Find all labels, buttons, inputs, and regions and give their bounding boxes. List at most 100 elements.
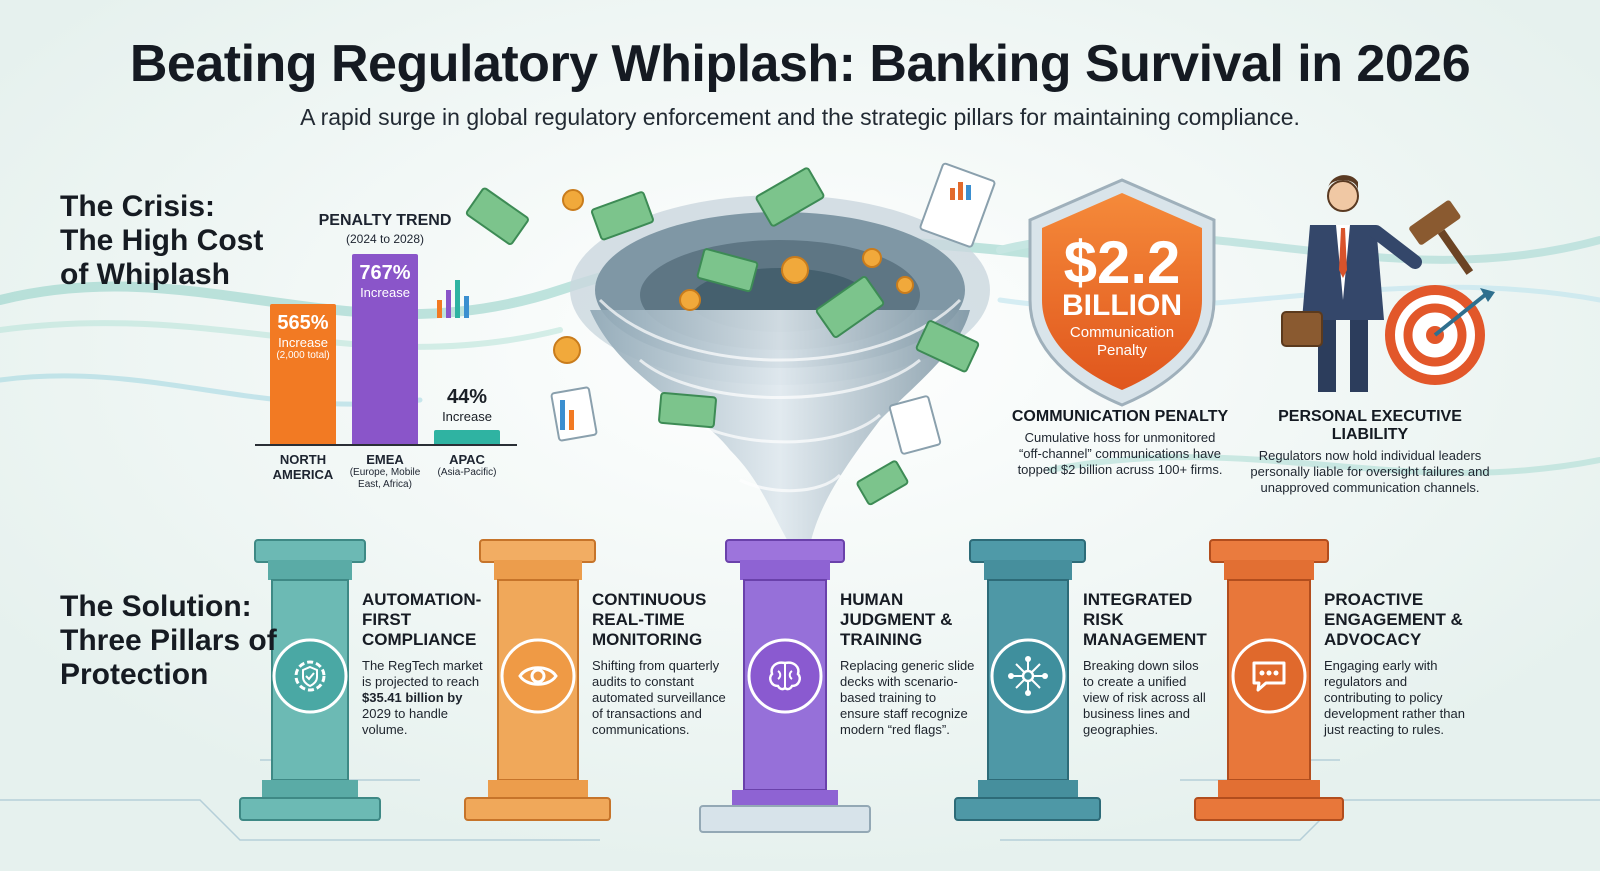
shield-unit: BILLION bbox=[1062, 289, 1182, 322]
gear-shield-icon bbox=[294, 660, 326, 692]
pillar-body-line: decks with scenario- bbox=[840, 674, 958, 689]
chart-category-label: EMEA(Europe, Mobile East, Africa) bbox=[340, 452, 430, 491]
pillar-title-line: COMPLIANCE bbox=[362, 630, 477, 649]
chat-icon bbox=[1252, 661, 1286, 692]
pillar-body-line: automated surveillance bbox=[592, 690, 726, 705]
chart-value-suffix: Increase bbox=[360, 285, 410, 300]
pillar-title-line: JUDGMENT & bbox=[840, 610, 953, 629]
pillar-body-line: development rather than bbox=[1324, 706, 1465, 721]
pillar-body-line: to create a unified bbox=[1083, 674, 1187, 689]
pillars-illustration bbox=[239, 539, 1344, 833]
chart-bar bbox=[352, 254, 418, 444]
chart-bar bbox=[270, 304, 336, 444]
pillar-title-line: INTEGRATED bbox=[1083, 590, 1193, 609]
pillar-body-line: audits to constant bbox=[592, 674, 694, 689]
chart-value-suffix: Increase bbox=[442, 409, 492, 424]
pillar-body-training: Replacing generic slide decks with scena… bbox=[840, 658, 990, 738]
stat-heading: PERSONAL EXECUTIVE LIABILITY bbox=[1278, 408, 1462, 443]
communication-penalty-block: COMMUNICATION PENALTY Cumulative hoss fo… bbox=[1000, 408, 1240, 478]
stat-line: “off-channel” communications have bbox=[1018, 446, 1222, 461]
chart-data-label: 44%Increase bbox=[434, 386, 500, 424]
pillar-body-advocacy: Engaging early with regulators and contr… bbox=[1324, 658, 1484, 738]
shield-line-2: Penalty bbox=[1096, 342, 1148, 359]
chart-data-label: 565%Increase(2,000 total) bbox=[270, 312, 336, 361]
stat-line: topped $2 billion acruss 100+ firms. bbox=[1017, 462, 1223, 477]
chart-value: 767% bbox=[359, 262, 411, 284]
pillar-body-line: of transactions and bbox=[592, 706, 702, 721]
shield-illustration bbox=[1028, 178, 1216, 407]
shield-line-1: Communication bbox=[1069, 324, 1175, 341]
stat-line: Cumulative hoss for unmonitored bbox=[1024, 430, 1216, 445]
brain-icon bbox=[769, 661, 801, 691]
pillar-title-risk: INTEGRATED RISK MANAGEMENT bbox=[1083, 590, 1223, 650]
pillar-body-line: view of risk across all bbox=[1083, 690, 1206, 705]
network-icon bbox=[1008, 656, 1048, 696]
shield-amount: $2.2 bbox=[1063, 229, 1181, 296]
chart-bar bbox=[434, 430, 500, 444]
stat-line: personally liable for oversight failures… bbox=[1250, 464, 1490, 479]
pillar-body-line: based training to bbox=[840, 690, 937, 705]
pillar-title-line: FIRST bbox=[362, 610, 412, 629]
executive-illustration bbox=[1281, 175, 1495, 392]
page-subtitle: A rapid surge in global regulatory enfor… bbox=[300, 104, 1300, 130]
pillar-body-line: Breaking down silos bbox=[1083, 658, 1199, 673]
chart-subtitle: (2024 to 2028) bbox=[345, 232, 425, 246]
pillar-title-line: ENGAGEMENT & bbox=[1324, 610, 1463, 629]
pillar-body-line: modern “red flags”. bbox=[840, 722, 950, 737]
chart-category-note: (Asia-Pacific) bbox=[437, 467, 497, 478]
pillar-title-line: ADVOCACY bbox=[1324, 630, 1422, 649]
solution-heading-line-1: The Solution: bbox=[60, 590, 252, 623]
pillar-body-line: regulators and bbox=[1324, 674, 1408, 689]
pillar-title-line: REAL-TIME bbox=[592, 610, 685, 629]
chart-value-suffix: Increase bbox=[278, 335, 328, 350]
pillar-body-automation: The RegTech market is projected to reach… bbox=[362, 658, 502, 738]
crisis-heading-line-1: The Crisis: bbox=[60, 190, 216, 223]
pillar-title-line: AUTOMATION- bbox=[362, 590, 482, 609]
pillar-body-line: Engaging early with bbox=[1324, 658, 1438, 673]
pillar-body-line: $35.41 billion by bbox=[362, 690, 463, 705]
solution-heading-line-2: Three Pillars of bbox=[60, 624, 277, 657]
stat-line: Regulators now hold individual leaders bbox=[1258, 448, 1482, 463]
chart-data-label: 767%Increase bbox=[352, 262, 418, 300]
pillar-title-line: CONTINUOUS bbox=[592, 590, 707, 609]
chart-category-note: (Europe, Mobile East, Africa) bbox=[349, 467, 421, 490]
pillar-body-line: communications. bbox=[592, 722, 690, 737]
pillar-body-line: volume. bbox=[362, 722, 408, 737]
pillar-title-line: RISK bbox=[1083, 610, 1124, 629]
page-title: Beating Regulatory Whiplash: Banking Sur… bbox=[129, 35, 1471, 93]
stat-line: unapproved communication channels. bbox=[1260, 480, 1480, 495]
pillar-body-monitoring: Shifting from quarterly audits to consta… bbox=[592, 658, 742, 738]
pillar-title-line: MANAGEMENT bbox=[1083, 630, 1207, 649]
chart-title: PENALTY TREND bbox=[318, 212, 452, 229]
solution-heading-line-3: Protection bbox=[60, 658, 209, 691]
chart-value-note: (2,000 total) bbox=[276, 350, 330, 361]
solution-heading: The Solution: Three Pillars of Protectio… bbox=[60, 590, 300, 692]
pillar-body-risk: Breaking down silos to create a unified … bbox=[1083, 658, 1223, 738]
stat-heading: COMMUNICATION PENALTY bbox=[1011, 408, 1229, 425]
executive-liability-block: PERSONAL EXECUTIVE LIABILITY Regulators … bbox=[1240, 408, 1500, 496]
pillar-body-line: geographies. bbox=[1083, 722, 1159, 737]
pillar-body-line: is projected to reach bbox=[362, 674, 480, 689]
pillar-body-line: just reacting to rules. bbox=[1324, 722, 1444, 737]
tornado-illustration bbox=[437, 162, 996, 545]
pillar-body-line: Shifting from quarterly bbox=[592, 658, 720, 673]
crisis-heading-line-3: of Whiplash bbox=[60, 258, 230, 291]
pillar-title-advocacy: PROACTIVE ENGAGEMENT & ADVOCACY bbox=[1324, 590, 1484, 650]
eye-icon bbox=[518, 666, 558, 686]
pillar-title-line: TRAINING bbox=[840, 630, 923, 649]
pillar-body-line: The RegTech market bbox=[362, 658, 483, 673]
pillar-body-line: Replacing generic slide bbox=[840, 658, 975, 673]
pillar-title-line: MONITORING bbox=[592, 630, 703, 649]
pillar-title-line: PROACTIVE bbox=[1324, 590, 1424, 609]
pillar-title-automation: AUTOMATION- FIRST COMPLIANCE bbox=[362, 590, 502, 650]
pillar-body-line: contributing to policy bbox=[1324, 690, 1443, 705]
pillar-body-line: ensure staff recognize bbox=[840, 706, 968, 721]
crisis-heading: The Crisis: The High Cost of Whiplash bbox=[60, 190, 300, 292]
chart-baseline bbox=[255, 444, 517, 446]
pillar-title-monitoring: CONTINUOUS REAL-TIME MONITORING bbox=[592, 590, 742, 650]
chart-value: 44% bbox=[446, 386, 488, 408]
pillar-body-line: 2029 to handle bbox=[362, 706, 449, 721]
pillar-title-line: HUMAN bbox=[840, 590, 904, 609]
